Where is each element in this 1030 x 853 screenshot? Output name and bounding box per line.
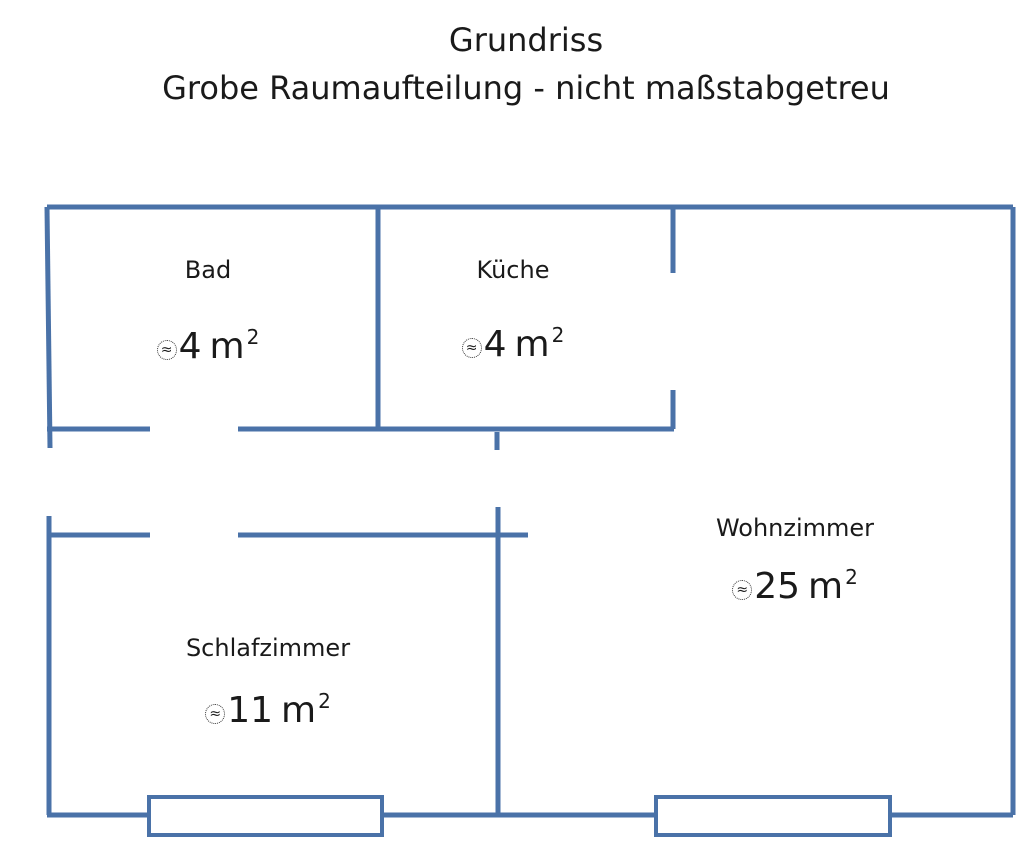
area-unit: m: [514, 324, 550, 365]
windows: [147, 795, 892, 837]
area-exponent: 2: [845, 565, 858, 589]
area-value: 11: [227, 690, 273, 731]
area-unit: m: [209, 326, 245, 367]
room-name-kueche: Küche: [476, 256, 550, 284]
area-value: 4: [483, 324, 507, 365]
approx-icon: [461, 338, 482, 358]
window-wohnzimmer: [654, 795, 892, 837]
outer-left-wall-upper: [44, 206, 53, 449]
room-name-schlafzimmer: Schlafzimmer: [185, 634, 351, 662]
room-area-kueche: 4m2: [433, 313, 593, 367]
window-schlafzimmer: [147, 795, 384, 837]
page-subtitle: Grobe Raumaufteilung - nicht maßstabgetr…: [162, 69, 890, 107]
area-value: 4: [178, 326, 202, 367]
area-unit: m: [281, 690, 317, 731]
approx-icon: [156, 340, 177, 360]
room-area-bad: 4m2: [128, 315, 288, 369]
area-exponent: 2: [551, 323, 565, 347]
approx-icon: [732, 580, 753, 600]
area-exponent: 2: [246, 325, 260, 349]
room-bad: Bad 4m2: [128, 255, 288, 369]
area-value: 25: [754, 566, 800, 607]
room-kueche: Küche 4m2: [433, 255, 593, 367]
page-title: Grundriss: [448, 21, 604, 59]
area-exponent: 2: [318, 689, 331, 713]
area-unit: m: [808, 566, 844, 607]
room-name-wohnzimmer: Wohnzimmer: [715, 514, 875, 542]
room-name-bad: Bad: [184, 256, 232, 284]
approx-icon: [205, 704, 226, 724]
